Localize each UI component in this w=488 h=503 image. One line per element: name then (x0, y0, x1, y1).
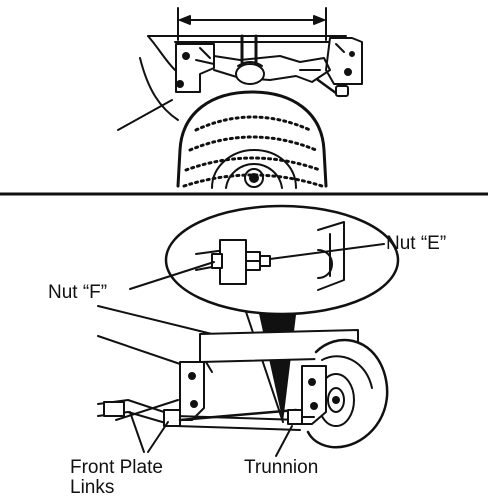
front-plate-label-line2: Links (70, 477, 115, 498)
top-view (117, 7, 363, 189)
trunnion-pointer (275, 425, 293, 457)
front-tire (176, 90, 328, 189)
bottom-view (97, 204, 400, 457)
right-hanger-bracket (301, 365, 327, 425)
trunnion-label: Trunnion (244, 457, 319, 478)
trunnion-block-detail (219, 239, 247, 285)
nut-e-leader (269, 243, 385, 260)
front-plate-links (97, 399, 315, 431)
deck-edge (117, 57, 179, 131)
nut-e-detail (245, 251, 271, 271)
right-bracket (325, 37, 363, 85)
front-plate-pointer-1 (129, 411, 145, 453)
rear-tire (306, 338, 389, 449)
detail-callout (164, 204, 400, 316)
nut-e-label: Nut “E” (386, 233, 447, 254)
nut-f-leader (129, 261, 215, 290)
front-plate-label-line1: Front Plate (70, 457, 163, 478)
front-plate-pointer-2 (147, 421, 169, 453)
measurement-dimension-line (177, 7, 327, 41)
center-link (213, 55, 349, 98)
front-plate-links-label: Front Plate Links (70, 458, 163, 498)
left-bracket (175, 43, 215, 93)
left-hanger-bracket (179, 361, 205, 421)
tractor-frame (97, 305, 213, 421)
nut-f-label: Nut “F” (48, 282, 108, 303)
